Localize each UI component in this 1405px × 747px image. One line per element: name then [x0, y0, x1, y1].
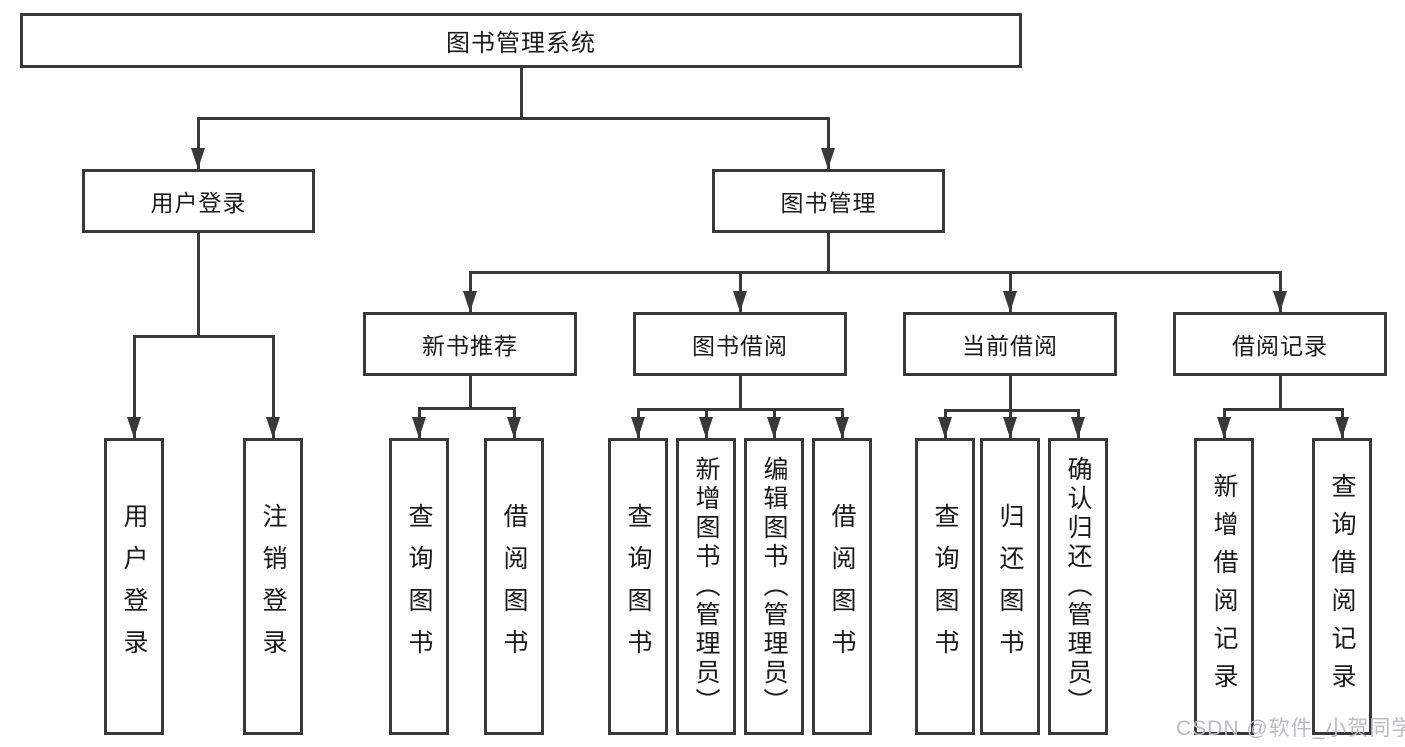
connector-arrowhead	[733, 291, 747, 312]
leaf-bb-borrow-label: 借阅图书	[828, 502, 856, 671]
connector-line	[739, 376, 742, 408]
connector-arrowhead	[1217, 417, 1231, 438]
leaf-logout-label: 注销登录	[259, 502, 287, 671]
leaf-br-add-label: 新增借阅记录	[1210, 472, 1238, 701]
node-borrow-record: 借阅记录	[1173, 312, 1387, 376]
node-book-borrow: 图书借阅	[633, 312, 847, 376]
leaf-cb-return: 归还图书	[980, 438, 1040, 735]
connector-arrowhead	[266, 417, 280, 438]
node-book-mgmt-label: 图书管理	[780, 190, 877, 216]
leaf-cb-query: 查询图书	[915, 438, 975, 735]
node-borrow-record-label: 借阅记录	[1232, 333, 1328, 359]
connector-line	[197, 233, 200, 335]
connector-line	[1009, 376, 1012, 409]
node-user-login-label: 用户登录	[150, 190, 247, 216]
connector-line	[197, 117, 829, 120]
connector-arrowhead	[938, 417, 952, 438]
connector-arrowhead	[699, 417, 713, 438]
leaf-bb-add: 新增图书（管理员）	[676, 438, 736, 735]
leaf-login-label: 用户登录	[120, 502, 148, 671]
leaf-cb-return-label: 归还图书	[996, 502, 1024, 671]
leaf-br-add: 新增借阅记录	[1194, 438, 1254, 735]
watermark: CSDN @软件_小贺同学	[1176, 717, 1405, 740]
connector-arrowhead	[767, 417, 781, 438]
connector-arrowhead	[463, 291, 477, 312]
leaf-br-query-label: 查询借阅记录	[1328, 472, 1356, 701]
connector-line	[944, 409, 1080, 412]
connector-line	[272, 335, 275, 438]
leaf-bb-borrow: 借阅图书	[812, 438, 872, 735]
connector-line	[827, 117, 830, 169]
node-current-borrow-label: 当前借阅	[962, 333, 1058, 359]
connector-arrowhead	[507, 417, 521, 438]
connector-arrowhead	[412, 417, 426, 438]
leaf-bb-edit: 编辑图书（管理员）	[744, 438, 804, 735]
connector-arrowhead	[1003, 291, 1017, 312]
connector-line	[1223, 408, 1344, 411]
connector-line	[133, 335, 274, 338]
connector-line	[469, 376, 472, 407]
connector-arrowhead	[1273, 291, 1287, 312]
leaf-bb-edit-label: 编辑图书（管理员）	[760, 456, 788, 717]
connector-arrowhead	[1335, 417, 1349, 438]
connector-line	[1279, 376, 1282, 408]
leaf-cb-confirm: 确认归还（管理员）	[1048, 438, 1108, 735]
leaf-bb-add-label: 新增图书（管理员）	[692, 456, 720, 717]
connector-line	[197, 117, 200, 169]
node-root-label: 图书管理系统	[446, 30, 596, 57]
connector-line	[418, 407, 516, 410]
node-book-mgmt: 图书管理	[712, 169, 945, 233]
connector-arrowhead	[127, 417, 141, 438]
node-root: 图书管理系统	[20, 13, 1022, 68]
leaf-bb-query-label: 查询图书	[624, 502, 652, 671]
node-new-book-rec: 新书推荐	[363, 312, 577, 376]
leaf-rec-borrow: 借阅图书	[484, 438, 544, 735]
connector-arrowhead	[631, 417, 645, 438]
connector-line	[520, 68, 523, 117]
connector-line	[637, 408, 844, 411]
leaf-rec-query: 查询图书	[389, 438, 449, 735]
leaf-rec-query-label: 查询图书	[405, 502, 433, 671]
connector-line	[133, 335, 136, 438]
connector-arrowhead	[821, 148, 835, 169]
connector-line	[827, 233, 830, 271]
node-new-book-rec-label: 新书推荐	[422, 333, 518, 359]
leaf-br-query: 查询借阅记录	[1312, 438, 1372, 735]
connector-line	[469, 271, 1282, 274]
node-user-login: 用户登录	[82, 169, 315, 233]
leaf-cb-query-label: 查询图书	[931, 502, 959, 671]
connector-arrowhead	[191, 148, 205, 169]
leaf-bb-query: 查询图书	[608, 438, 668, 735]
node-book-borrow-label: 图书借阅	[692, 333, 788, 359]
leaf-cb-confirm-label: 确认归还（管理员）	[1064, 456, 1092, 717]
leaf-rec-borrow-label: 借阅图书	[500, 502, 528, 671]
leaf-logout: 注销登录	[243, 438, 303, 735]
node-current-borrow: 当前借阅	[903, 312, 1117, 376]
connector-arrowhead	[835, 417, 849, 438]
connector-arrowhead	[1003, 417, 1017, 438]
connector-arrowhead	[1071, 417, 1085, 438]
leaf-login: 用户登录	[104, 438, 164, 735]
